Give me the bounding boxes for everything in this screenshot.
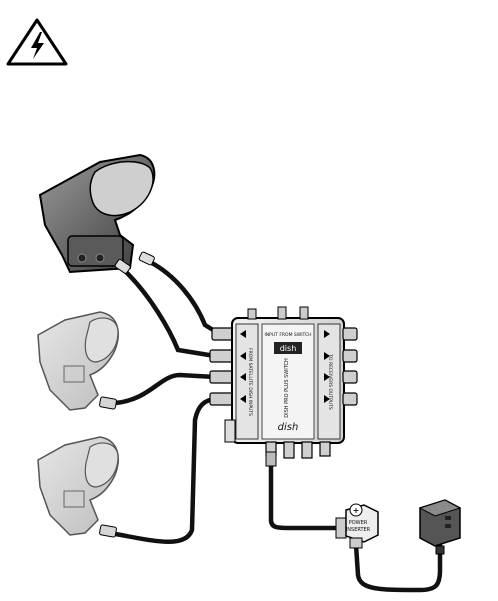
cable-secondary-b [107,396,218,544]
switch-right-panel-label: TO RECEIVERS OUTPUTS [327,353,333,410]
power-inserter-label-1: POWER [349,520,368,526]
power-inserter-label-2: INSERTER [346,527,371,533]
cable-to-power-supply [353,542,443,593]
secondary-lnb-2 [37,436,119,538]
switch-input-connectors [209,327,235,406]
power-adapter-icon [418,499,462,555]
switch-left-panel-label: FROM SATELLITE DISH INPUTS [247,348,253,416]
cable-primary-b [121,267,218,359]
power-inserter-symbol: + [353,506,360,515]
switch-model-label: DISH PRO PLUS SWITCH [284,358,290,418]
switch-top-label: INPUT FROM SWITCH [264,332,311,338]
cable-to-inserter [268,463,341,531]
switch-brand: dish [280,344,297,353]
cable-primary-a [147,259,221,336]
switch-brand-badge [274,342,302,354]
cable-secondary-a [112,372,218,406]
coax-cables [107,259,443,593]
multiswitch: INPUT FROM SWITCH dish FROM SATELLITE DI… [224,306,358,467]
primary-lnb [38,153,156,274]
high-voltage-warning-icon [6,18,68,66]
switch-logo: dish [278,422,299,433]
power-inserter: + POWER INSERTER [335,503,379,549]
secondary-lnb-1 [37,311,119,411]
